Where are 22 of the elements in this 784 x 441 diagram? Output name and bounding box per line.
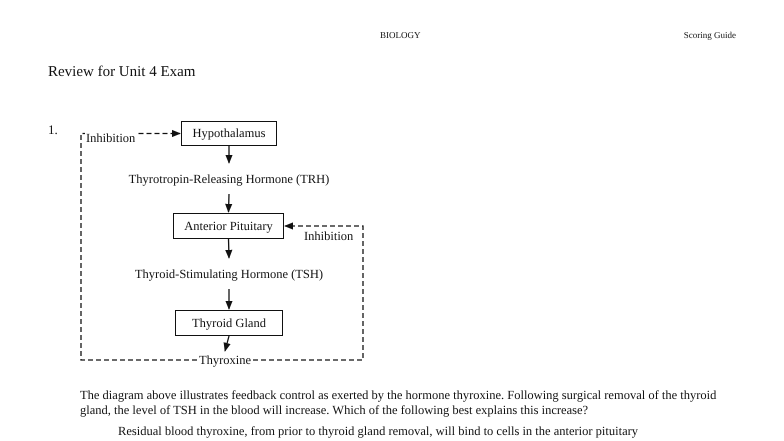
box-text: Thyroid Gland [192,316,266,330]
arrow [225,289,233,310]
process-box [173,213,284,239]
process-box [175,310,283,336]
box-text: Hypothalamus [192,126,266,141]
question-text: The diagram above illustrates feedback control as exerted by the hormone thyroxine. Following surgical removal of the thyroid gland, the level of TSH in the blood will increase. Which of the following best explains this increase? [80,388,718,418]
answer-option: Residual blood thyroxine, from prior to thyroid gland removal, will bind to cells in the anterior pituitary [118,424,758,439]
arrow [225,238,232,259]
title: Review for Unit 4 Exam [48,64,196,81]
hormone-label: Thyrotropin-Releasing Hormone (TRH) [128,172,330,186]
header-subject: BIOLOGY [380,30,422,41]
dashed-arrow [253,222,364,361]
process-box [181,121,277,146]
hormone-label: Thyroid-Stimulating Hormone (TSH) [134,266,324,282]
arrow [224,336,231,352]
question-number: 1. [48,122,59,138]
hormone-label: Thyroxine [198,352,252,368]
header-text: Scoring Guide [682,30,736,41]
box-text: Anterior Pituitary [184,218,273,234]
arrow [225,146,233,164]
arrow [225,194,232,213]
dashed-arrow [80,130,197,361]
